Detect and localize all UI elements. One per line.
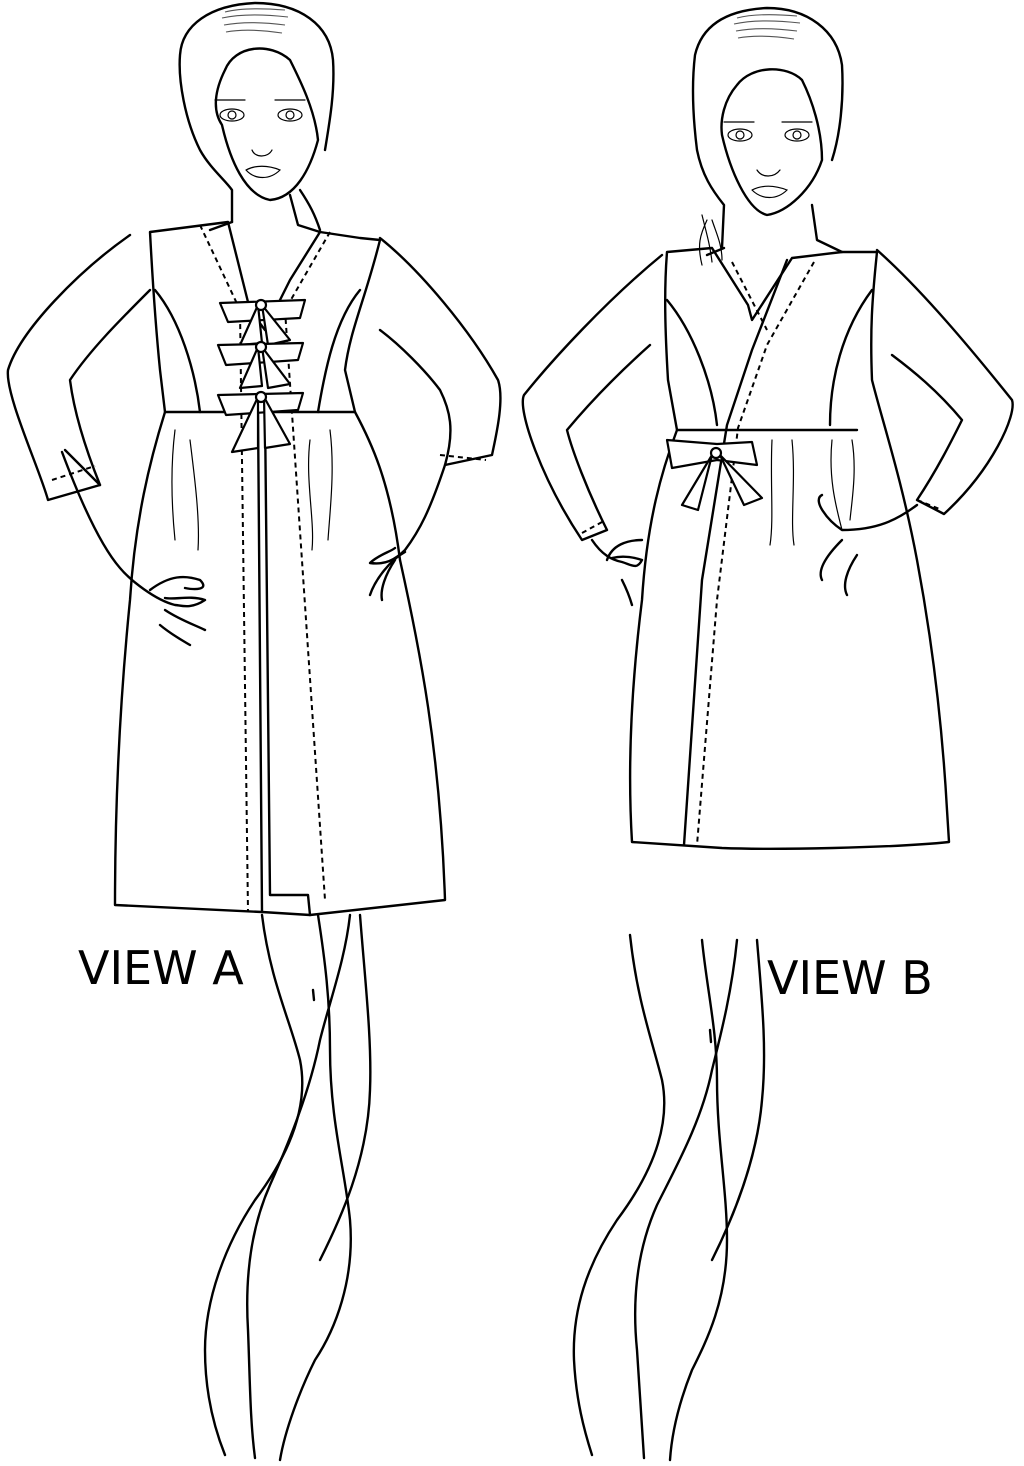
hair-lines	[733, 14, 801, 40]
hair-lines	[221, 8, 289, 34]
face	[214, 99, 306, 179]
arms	[521, 248, 1014, 607]
head	[691, 6, 844, 257]
view-a-illustration	[6, 1, 502, 1462]
face	[723, 121, 813, 199]
view-b-label: VIEW B	[767, 951, 933, 1005]
view-b-illustration	[521, 6, 1014, 1462]
robe-body	[628, 246, 951, 850]
figure-view-b	[512, 0, 1024, 1466]
head	[178, 1, 335, 234]
view-a-label: VIEW A	[78, 941, 244, 995]
bows	[216, 298, 307, 454]
waist-bow	[665, 438, 764, 512]
legs	[572, 933, 766, 1462]
legs	[203, 913, 372, 1462]
arms	[6, 233, 502, 647]
figure-view-a	[6, 1, 502, 1462]
ponytail	[698, 214, 723, 266]
